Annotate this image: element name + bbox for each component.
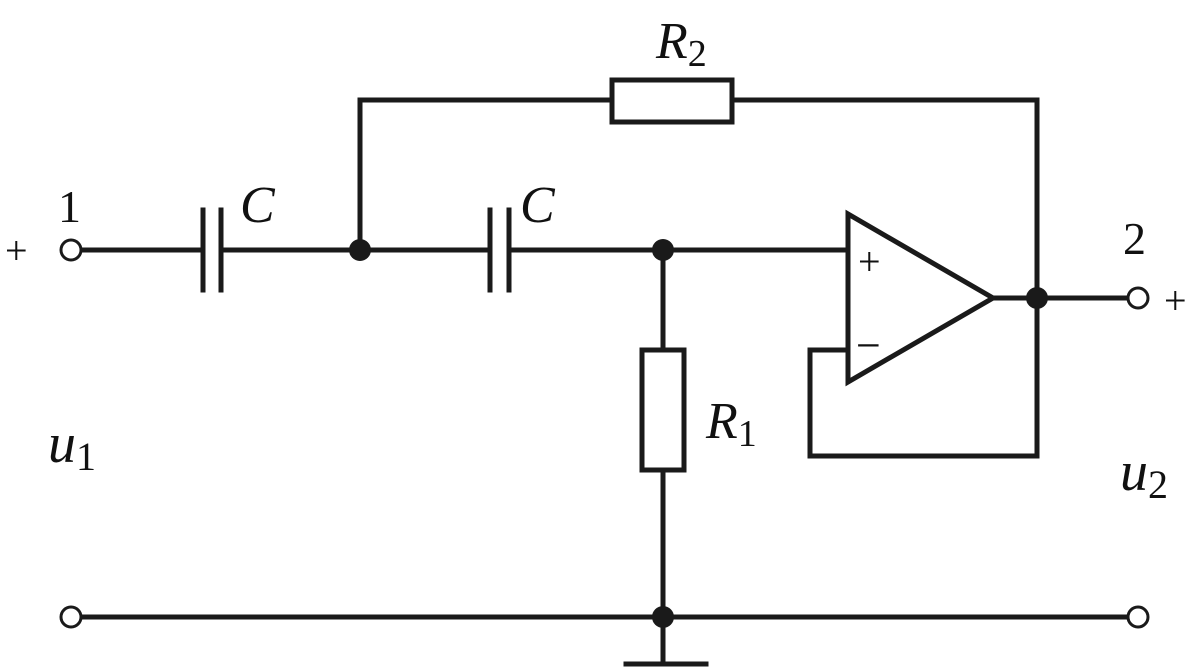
label-u2-sub: 2 <box>1148 462 1168 507</box>
resistor-r2 <box>609 77 735 125</box>
junction-dot-ground <box>652 606 674 628</box>
junction-dot-middle <box>652 239 674 261</box>
label-r2-main: R <box>655 13 688 70</box>
wire-feedback-r2 <box>357 97 615 253</box>
wire-negative-feedback <box>807 295 1040 459</box>
label-r2-sub: 2 <box>688 33 707 75</box>
capacitor-left <box>200 207 224 293</box>
label-u1-sub: 1 <box>76 434 96 479</box>
label-u2: u2 <box>1120 441 1168 507</box>
label-r2: R2 <box>655 13 707 75</box>
terminal-output-top <box>1126 286 1150 310</box>
wire-r2-to-output <box>729 97 1040 301</box>
label-plus-input: + <box>5 228 28 273</box>
label-cap-right: C <box>520 177 556 234</box>
capacitor-right <box>487 207 512 293</box>
label-terminal-1: 1 <box>58 181 81 232</box>
terminal-output-bottom <box>1126 605 1150 629</box>
resistor-r1 <box>639 347 687 473</box>
junction-dot-left <box>349 239 371 261</box>
label-u1: u1 <box>48 413 96 479</box>
label-u1-main: u <box>48 413 76 475</box>
opamp-triangle <box>845 209 998 387</box>
terminal-input-top <box>59 238 83 262</box>
terminal-input-bottom <box>59 605 83 629</box>
label-r1-main: R <box>705 393 738 450</box>
junction-dot-output <box>1026 287 1048 309</box>
label-plus-output: + <box>1164 278 1187 323</box>
label-r1: R1 <box>705 393 757 455</box>
label-opamp-minus: − <box>856 321 881 370</box>
label-u2-main: u <box>1120 441 1148 503</box>
label-r1-sub: 1 <box>738 413 757 455</box>
label-cap-left: C <box>240 177 276 234</box>
label-terminal-2: 2 <box>1123 213 1146 264</box>
label-opamp-plus: + <box>858 239 881 284</box>
